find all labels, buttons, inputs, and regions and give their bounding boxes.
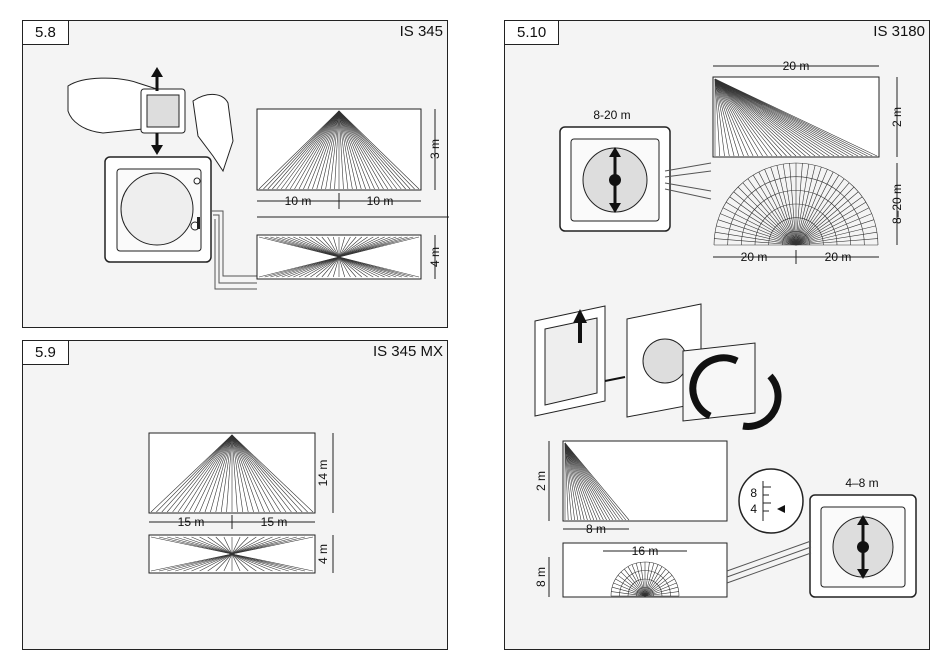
height-label: 14 m: [316, 460, 330, 487]
diagram-5-9: 15 m 15 m 14 m 4 m: [23, 341, 449, 651]
panel-5-9: 5.9 IS 345 MX 15 m 15 m 14 m 4 m: [22, 340, 448, 650]
connector-lines: [211, 211, 257, 289]
small-range-label: 4–8 m: [845, 476, 878, 490]
depth-label: 4 m: [316, 544, 330, 564]
scale-4-label: 4: [750, 502, 757, 516]
width-right-label: 15 m: [261, 515, 288, 529]
width-left-label: 15 m: [178, 515, 205, 529]
small-height-label: 2 m: [534, 471, 548, 491]
connector-lines-top: [665, 163, 711, 199]
height-label: 3 m: [428, 139, 442, 159]
range-label: 8-20 m: [593, 108, 630, 122]
half-range-label: 8–20 m: [890, 184, 904, 224]
small-width-label: 8 m: [586, 522, 606, 536]
depth-label: 4 m: [428, 247, 442, 267]
panel-5-8: 5.8 IS 345 10 m: [22, 20, 448, 328]
small-side-label: 8 m: [534, 567, 548, 587]
arrow-down-icon: [151, 133, 163, 155]
diagram-5-10: 8-20 m 20 m 2 m 8–20 m 20 m 20 m: [505, 21, 931, 651]
small-top-label: 16 m: [632, 544, 659, 558]
sensor-device: [105, 157, 211, 262]
connector-lines-bottom: [727, 541, 811, 583]
semicircle-pattern: [714, 163, 878, 245]
top-width-label: 20 m: [783, 59, 810, 73]
exploded-device-illustration: [535, 304, 755, 421]
sensor-device-top: [560, 127, 670, 231]
scale-8-label: 8: [750, 486, 757, 500]
bottom-right-label: 20 m: [825, 250, 852, 264]
top-height-label: 2 m: [890, 107, 904, 127]
width-right-label: 10 m: [367, 194, 394, 208]
sensor-device-small: [810, 495, 916, 597]
diagram-5-8: 10 m 10 m 3 m 4 m: [23, 21, 449, 329]
screw-icon: [605, 377, 625, 381]
bottom-left-label: 20 m: [741, 250, 768, 264]
range-scale-magnifier: [739, 469, 803, 533]
width-left-label: 10 m: [285, 194, 312, 208]
small-side-view-box: [563, 441, 727, 521]
panel-5-10: 5.10 IS 3180 8-20 m 20 m 2 m 8–20 m 20 m: [504, 20, 930, 650]
